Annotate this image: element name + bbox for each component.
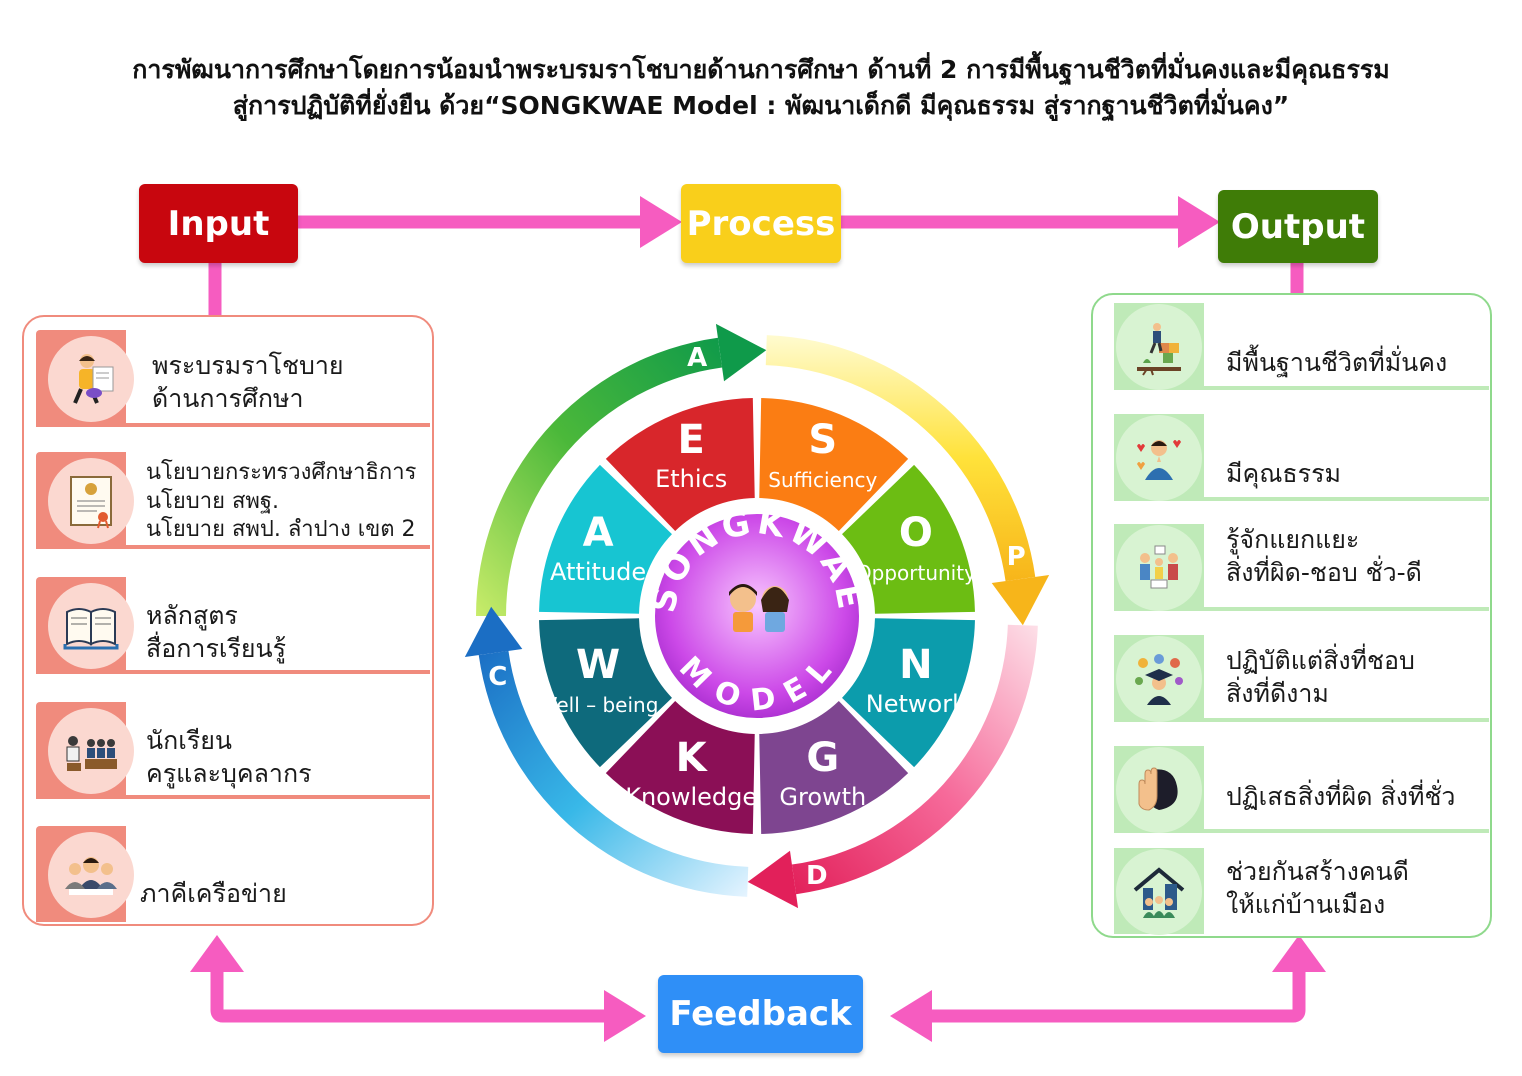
input-item-line: สื่อการเรียนรู้ [146, 633, 287, 663]
wheel-segment-word: Growth [779, 783, 866, 811]
output-item-line: ช่วยกันสร้างคนดี [1226, 857, 1409, 886]
arrowhead-from-feedback [890, 990, 932, 1042]
output-item-line: ปฏิเสธสิ่งที่ผิด สิ่งที่ชั่ว [1226, 782, 1456, 811]
process-stage-box: Process [681, 184, 841, 263]
discussion-icon [1116, 525, 1202, 611]
output-stage-box: Output [1218, 190, 1378, 263]
input-item-line: ภาคีเครือข่าย [140, 879, 287, 908]
praying-person-hearts-icon [1116, 415, 1202, 501]
students-icon [48, 708, 134, 794]
input-item-line: ครูและบุคลากร [146, 758, 312, 788]
wheel-segment-letter: E [678, 417, 705, 463]
output-item-line: ให้แก่บ้านเมือง [1226, 889, 1386, 919]
wheel-segment-word: Sufficiency [768, 468, 877, 492]
output-item-line: มีคุณธรรม [1226, 459, 1341, 488]
arrowhead-to-feedback [604, 990, 646, 1042]
climbing-person-icon [1116, 304, 1202, 390]
community-house-icon [1116, 849, 1202, 935]
cycle-arc-label: A [687, 343, 707, 373]
wheel-segment-well-being: W Well – being [538, 618, 672, 768]
cycle-arc-label: C [488, 662, 507, 692]
wheel-segment-word: Network [866, 690, 966, 718]
teacher-reading-icon [48, 336, 134, 422]
cycle-arc-p: P [765, 335, 1050, 626]
input-item-line: นโยบายกระทรวงศึกษาธิการ [146, 460, 417, 485]
wheel-segment-letter: S [808, 417, 837, 463]
feedback-right-connector [932, 968, 1306, 1023]
wheel-segment-word: Knowledge [625, 783, 757, 811]
wheel-segment-word: Ethics [655, 465, 727, 493]
output-item-line: สิ่งที่ดีงาม [1226, 678, 1329, 708]
kids-mascot-icon [729, 584, 789, 632]
output-item-line: ปฏิบัติแต่สิ่งที่ชอบ [1226, 646, 1415, 675]
feedback-stage-box: Feedback [658, 975, 863, 1053]
input-item-line: พระบรมราโชบาย [152, 351, 344, 380]
wheel-segment-sufficiency: S Sufficiency [759, 398, 909, 531]
input-item-line: หลักสูตร [146, 601, 238, 630]
output-item-line: สิ่งที่ผิด-ชอบ ชั่ว-ดี [1226, 557, 1422, 587]
output-item-line: รู้จักแยกแยะ [1226, 525, 1360, 554]
cycle-arc-label: D [806, 861, 828, 891]
input-item-line: ด้านการศึกษา [152, 383, 304, 413]
wheel-segment-letter: O [899, 510, 933, 556]
wheel-segment-opportunity: O Opportunity [842, 464, 976, 614]
arrowhead-up-output [1272, 935, 1326, 972]
wheel-segment-word: Well – being [538, 693, 659, 717]
graduate-icon [1116, 636, 1202, 722]
cycle-arc-a: A [476, 323, 767, 616]
diagram-title-line-2: สู่การปฏิบัติที่ยั่งยืน ด้วย“SONGKWAE Mo… [232, 91, 1290, 120]
input-item-line: นโยบาย สพป. ลำปาง เขต 2 [146, 517, 416, 543]
wheel-segment-word: Attitude [550, 558, 646, 586]
stop-hand-icon [1116, 747, 1202, 833]
cycle-arc-c: C [464, 606, 749, 897]
arrowhead-to-output [1178, 196, 1220, 248]
wheel-segment-word: Opportunity [856, 561, 976, 585]
diagram-title-line-1: การพัฒนาการศึกษาโดยการน้อมนำพระบรมราโชบา… [132, 55, 1390, 84]
input-item-line: นักเรียน [146, 726, 232, 755]
wheel-segment-letter: G [806, 735, 839, 781]
open-book-icon [48, 583, 134, 669]
cycle-arc-d: D [747, 624, 1038, 909]
arrowhead-up-input [190, 935, 244, 972]
input-stage-box: Input [139, 184, 298, 263]
wheel-segment-letter: W [576, 642, 620, 688]
wheel-segment-letter: A [583, 510, 614, 556]
output-item-line: มีพื้นฐานชีวิตที่มั่นคง [1226, 348, 1448, 377]
certificate-icon [48, 458, 134, 544]
wheel-segment-letter: N [899, 642, 932, 688]
arrowhead-to-process [640, 196, 682, 248]
wheel-segment-letter: K [676, 735, 709, 781]
input-item-line: นโยบาย สพฐ. [146, 488, 280, 514]
cycle-arc-label: P [1007, 542, 1026, 572]
wheel-center [649, 508, 865, 724]
feedback-left-connector [210, 968, 604, 1023]
partners-icon [48, 832, 134, 918]
